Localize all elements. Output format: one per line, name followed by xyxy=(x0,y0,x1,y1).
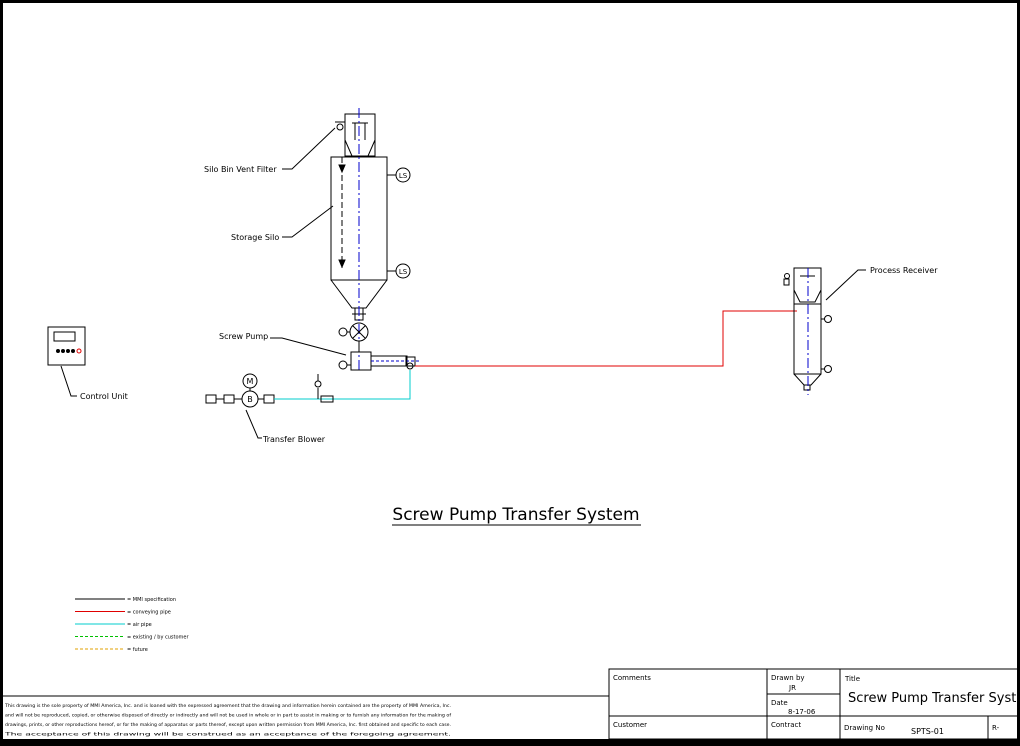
level-switch-high-icon xyxy=(395,167,411,183)
label-screw-pump: Screw Pump xyxy=(219,332,268,341)
date-value: 8-17-06 xyxy=(788,708,816,716)
level-switch-low-label: LS xyxy=(399,268,408,276)
drawing-no-value: SPTS-01 xyxy=(911,727,944,736)
leader-storage-silo xyxy=(282,205,334,238)
disclaimer: This drawing is the sole property of MMI… xyxy=(3,703,452,738)
level-switch-low-icon xyxy=(395,263,411,279)
receiver-level-low-icon xyxy=(824,365,832,373)
leader-process-receiver xyxy=(825,269,866,301)
legend: = MMI specification = conveying pipe = air… xyxy=(75,597,189,653)
blower-motor-label: M xyxy=(247,377,254,386)
leader-transfer-blower xyxy=(245,409,262,439)
conveying-pipe xyxy=(415,310,797,367)
drawing-no-label: Drawing No xyxy=(844,724,885,732)
drawn-by-value: JR xyxy=(788,684,796,692)
legend-label: = MMI specification xyxy=(127,597,176,603)
disclaimer-line: drawings, prints, or other reproductions… xyxy=(5,722,451,728)
title-value: Screw Pump Transfer System xyxy=(848,691,1020,706)
disclaimer-line: and will not be reproduced, copied, or o… xyxy=(5,713,452,719)
control-unit-indicator-icon xyxy=(76,348,82,354)
label-silo-bin-vent-filter: Silo Bin Vent Filter xyxy=(204,165,277,174)
legend-label: = conveying pipe xyxy=(127,610,171,616)
label-process-receiver: Process Receiver xyxy=(870,266,938,275)
air-pipe xyxy=(274,370,411,400)
paper xyxy=(3,3,1017,739)
vent-valve-icon xyxy=(336,123,344,131)
disclaimer-line: The acceptance of this drawing will be c… xyxy=(3,732,451,738)
legend-label: = existing / by customer xyxy=(127,635,189,641)
blower-label: B xyxy=(247,395,253,404)
disclaimer-line: This drawing is the sole property of MMI… xyxy=(4,703,451,709)
process-receiver xyxy=(783,267,866,395)
leader-bin-vent-filter xyxy=(282,127,336,170)
transfer-blower xyxy=(205,373,275,439)
level-switch-high-label: LS xyxy=(399,172,408,180)
receiver-level-high-icon xyxy=(824,315,832,323)
title-label: Title xyxy=(844,675,860,683)
drawn-by-label: Drawn by xyxy=(771,674,805,682)
bin-vent-filter-hopper xyxy=(344,139,376,157)
leader-screw-pump xyxy=(270,337,347,356)
contract-label: Contract xyxy=(771,721,801,729)
control-unit-enclosure xyxy=(47,326,86,366)
customer-label: Customer xyxy=(613,721,647,729)
revision-value: R- xyxy=(992,724,1000,732)
legend-label: = air pipe xyxy=(127,622,152,628)
legend-label: = future xyxy=(127,647,148,653)
title-block-lines xyxy=(3,668,1019,740)
control-unit xyxy=(47,326,86,397)
screw-pump xyxy=(270,322,420,371)
date-label: Date xyxy=(771,699,788,707)
label-storage-silo: Storage Silo xyxy=(231,233,279,242)
leader-control-unit xyxy=(60,365,77,397)
label-transfer-blower: Transfer Blower xyxy=(262,435,326,444)
control-unit-display xyxy=(53,331,76,342)
comments-label: Comments xyxy=(613,674,651,682)
storage-silo xyxy=(330,108,411,370)
label-control-unit: Control Unit xyxy=(80,392,128,401)
check-valve-icon xyxy=(320,395,334,403)
blower-motor-icon xyxy=(242,373,258,389)
air-line-valves xyxy=(314,374,334,403)
drawing-title: Screw Pump Transfer System xyxy=(392,505,639,525)
